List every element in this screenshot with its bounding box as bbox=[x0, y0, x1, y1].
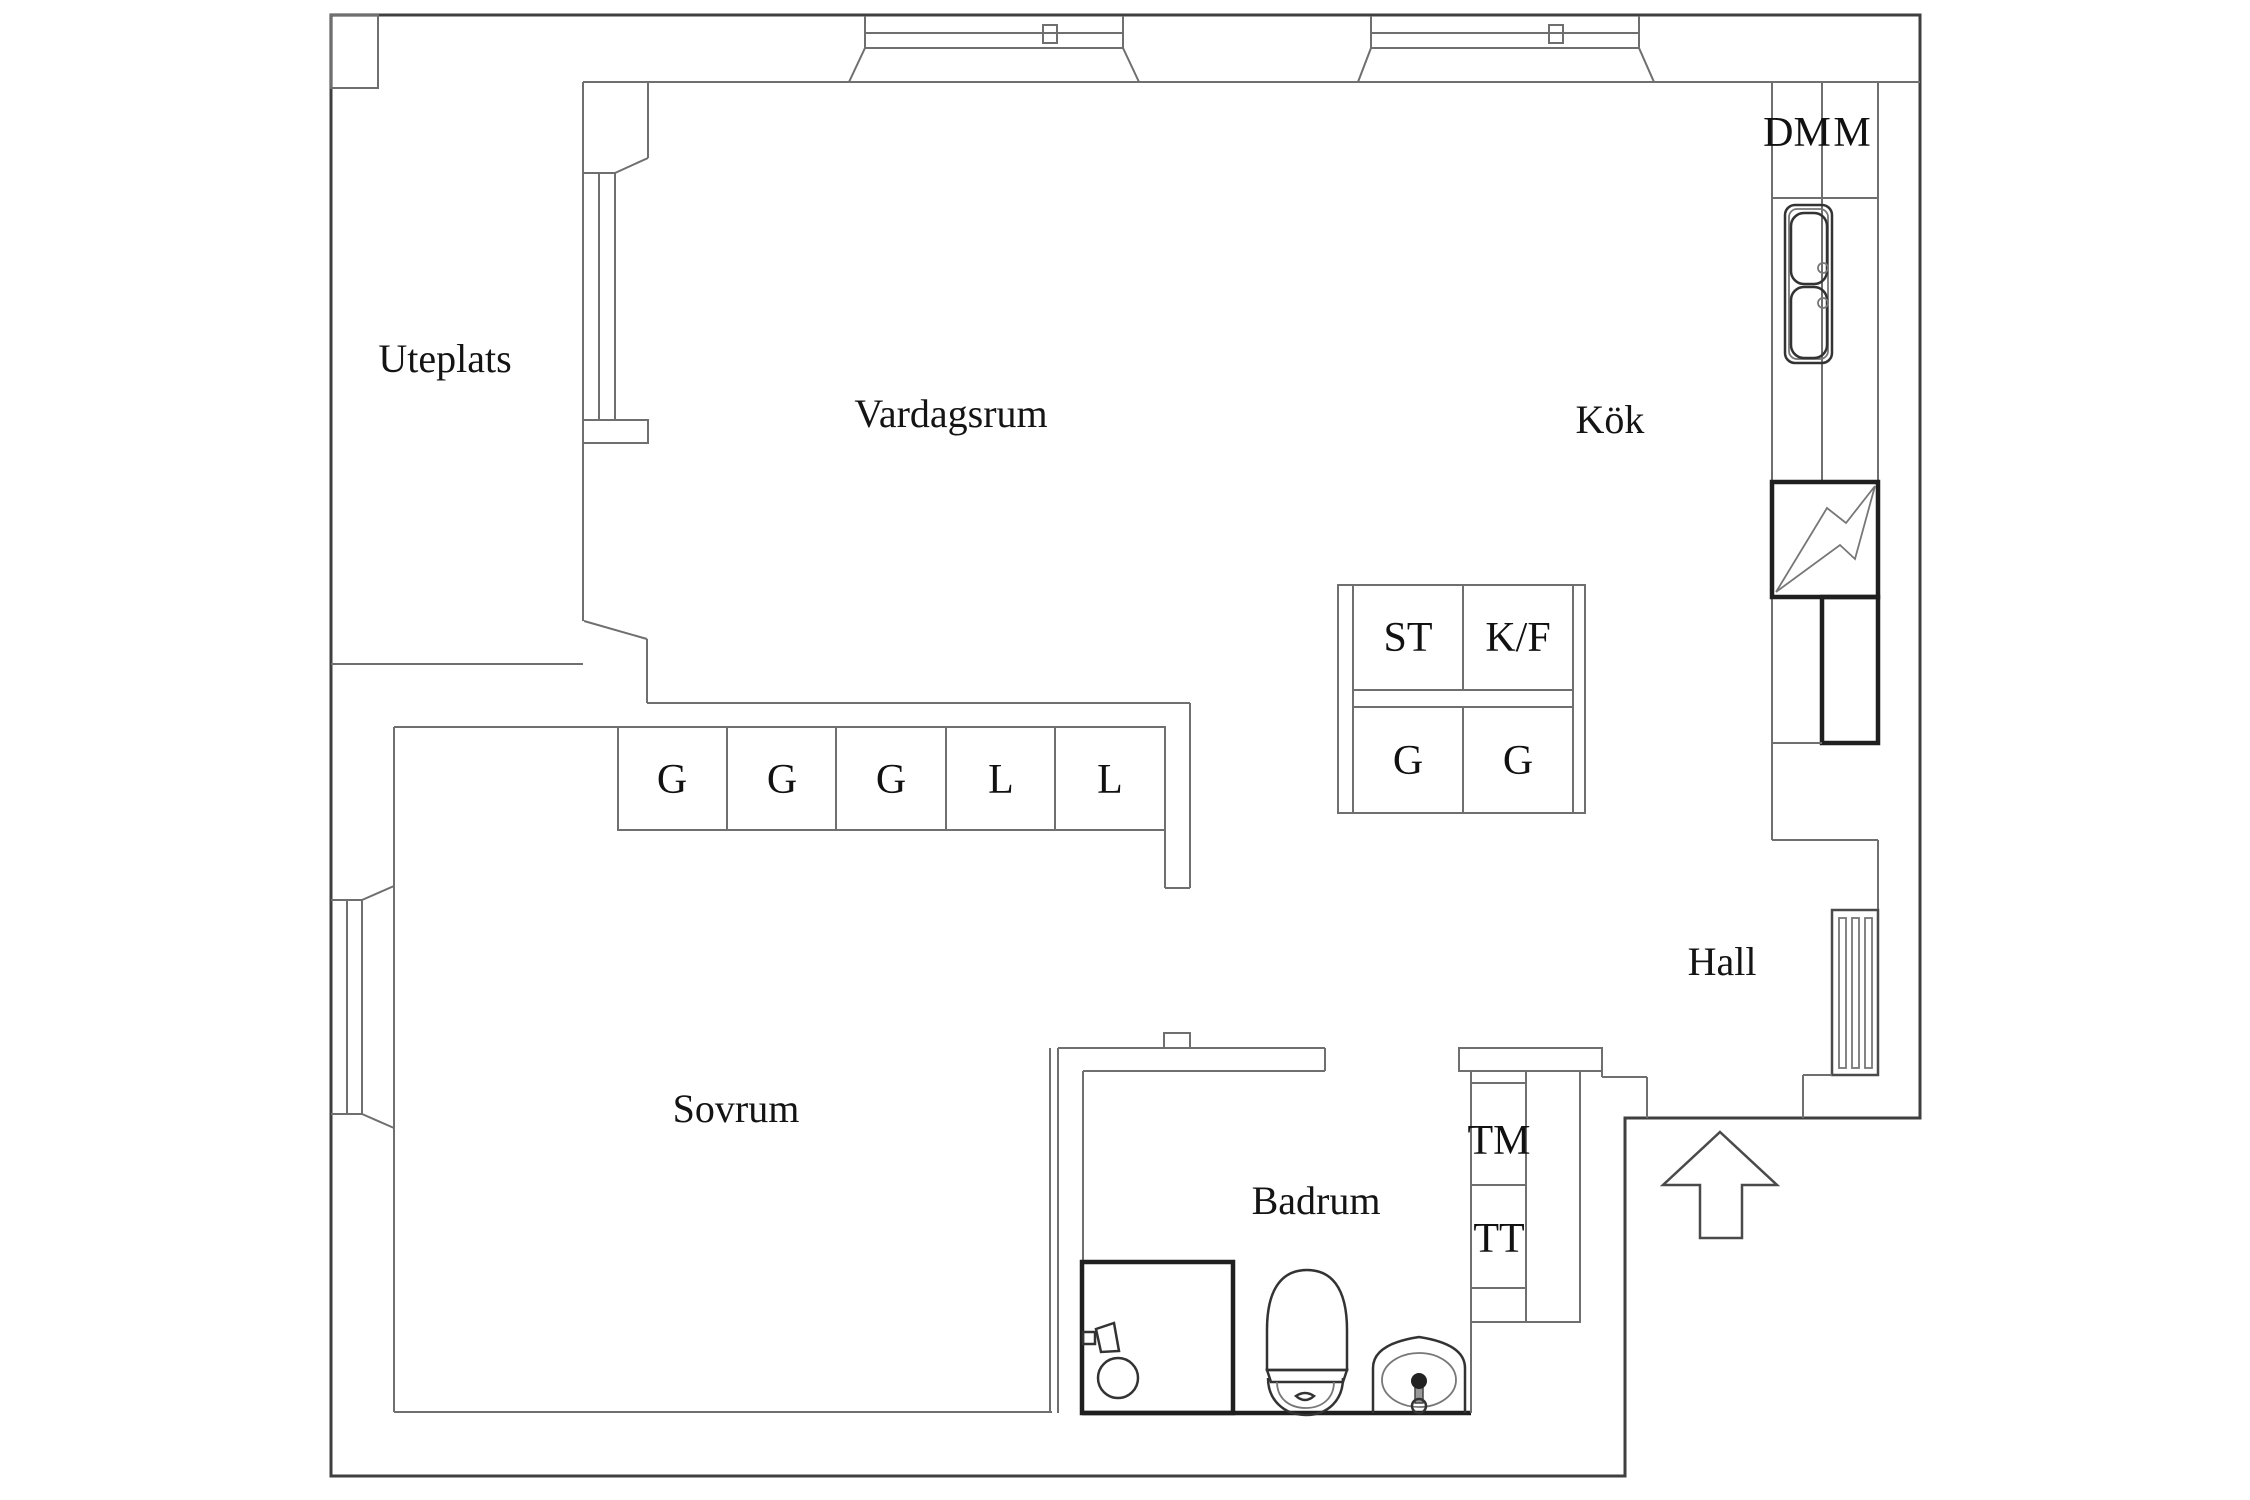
laundry-wall-cap bbox=[1458, 1047, 1603, 1072]
shower-handle bbox=[1094, 1321, 1121, 1354]
pantry-cell-label: ST bbox=[1383, 615, 1432, 661]
entry-arrow-icon bbox=[1659, 1130, 1781, 1240]
wardrobe-dividers bbox=[726, 727, 1056, 830]
room-label-badrum: Badrum bbox=[1252, 1178, 1381, 1223]
wardrobe-row: G G G L L bbox=[617, 726, 1166, 831]
wardrobe-label: L bbox=[988, 757, 1014, 803]
pantry-block: ST K/F G G bbox=[1337, 584, 1586, 814]
pantry-outline bbox=[1337, 584, 1586, 814]
counter-lines bbox=[1771, 82, 1879, 743]
hall-east-wall bbox=[1802, 1074, 1832, 1118]
kitchen-hall-stub-wall bbox=[1771, 743, 1879, 910]
washing-machine-label: TM bbox=[1468, 1118, 1531, 1164]
toilet-bowl-inner bbox=[1276, 1381, 1335, 1409]
shower-valve bbox=[1081, 1330, 1097, 1346]
door-swing-livingroom bbox=[583, 620, 648, 703]
toilet-flush-icon bbox=[1293, 1391, 1317, 1402]
window-icon-kitchen bbox=[1357, 16, 1655, 83]
dryer-label: TT bbox=[1473, 1216, 1524, 1262]
pantry-cell-label: G bbox=[1393, 738, 1423, 784]
sink-basin-top bbox=[1789, 211, 1829, 286]
laundry-dividers bbox=[1470, 1071, 1527, 1413]
bedroom-perimeter bbox=[393, 726, 1052, 1413]
door-sill bbox=[582, 419, 649, 444]
west-interior-walls bbox=[331, 82, 649, 703]
toilet-tank bbox=[1265, 1268, 1349, 1372]
bedroom-walls bbox=[331, 702, 1191, 1413]
bathroom-west-north-walls bbox=[1049, 1047, 1326, 1413]
radiator-icon bbox=[1830, 908, 1880, 1077]
pantry-dividers bbox=[1352, 585, 1574, 813]
room-label-vardagsrum: Vardagsrum bbox=[854, 391, 1047, 436]
shower-icon bbox=[1079, 1259, 1236, 1416]
oven-unit bbox=[1819, 594, 1881, 746]
corridor-north-wall bbox=[647, 702, 1191, 889]
bathroom-vent-notch bbox=[1163, 1032, 1191, 1049]
fridge-freezer-label: K/F bbox=[1485, 615, 1550, 661]
faucet-base bbox=[1411, 1373, 1427, 1389]
sink-basin-bottom bbox=[1789, 285, 1829, 360]
laundry-column: TM TT bbox=[1458, 1047, 1603, 1413]
toilet-seat-hinge bbox=[1265, 1368, 1349, 1384]
wardrobe-outline bbox=[617, 726, 1166, 831]
building-outline bbox=[329, 13, 1922, 1478]
balcony-door-icon-livingroom bbox=[582, 157, 649, 444]
hall-walls bbox=[1601, 743, 1880, 1118]
wardrobe-label: L bbox=[1097, 757, 1123, 803]
window-handle-icon bbox=[1548, 24, 1564, 44]
toilet-icon bbox=[1265, 1268, 1349, 1417]
room-label-uteplats: Uteplats bbox=[378, 336, 511, 381]
pantry-cell-label: G bbox=[1503, 738, 1533, 784]
kitchen-sink-icon bbox=[1783, 203, 1834, 365]
wardrobe-label: G bbox=[876, 757, 906, 803]
sink-basin bbox=[1381, 1352, 1457, 1408]
sink-drain-icon bbox=[1817, 297, 1829, 309]
sink-drain-icon bbox=[1817, 262, 1829, 274]
wardrobe-label: G bbox=[657, 757, 687, 803]
shower-enclosure bbox=[1079, 1259, 1236, 1416]
kitchen-counter: DM M bbox=[1763, 82, 1881, 746]
room-label-sovrum: Sovrum bbox=[673, 1086, 800, 1131]
room-label-kok: Kök bbox=[1576, 397, 1645, 442]
room-label-hall: Hall bbox=[1688, 939, 1757, 984]
faucet-knob bbox=[1410, 1397, 1428, 1415]
lightning-bolt-icon bbox=[1775, 485, 1876, 593]
window-icon-livingroom bbox=[848, 16, 1140, 83]
wardrobe-label: G bbox=[767, 757, 797, 803]
balcony-door-icon-bedroom bbox=[331, 885, 395, 1129]
outer-walls bbox=[329, 13, 1922, 1478]
toilet-bowl-outer bbox=[1266, 1377, 1345, 1417]
shower-drain-icon bbox=[1096, 1356, 1140, 1400]
stove-lightning-box bbox=[1769, 479, 1881, 600]
bathroom-walls bbox=[1049, 1032, 1471, 1416]
dishwasher-label: DM bbox=[1763, 110, 1831, 156]
appliance-label: M bbox=[1833, 110, 1870, 156]
wall-notch-top-left bbox=[330, 14, 379, 89]
entry-step-wall bbox=[1601, 1071, 1648, 1118]
sink-outline bbox=[1371, 1335, 1467, 1413]
livingroom-west-wall bbox=[582, 82, 649, 621]
window-handle-icon bbox=[1042, 24, 1058, 44]
bathroom-sink-icon bbox=[1371, 1335, 1467, 1415]
room-labels: Uteplats Vardagsrum Kök Hall Sovrum Badr… bbox=[378, 336, 1756, 1223]
